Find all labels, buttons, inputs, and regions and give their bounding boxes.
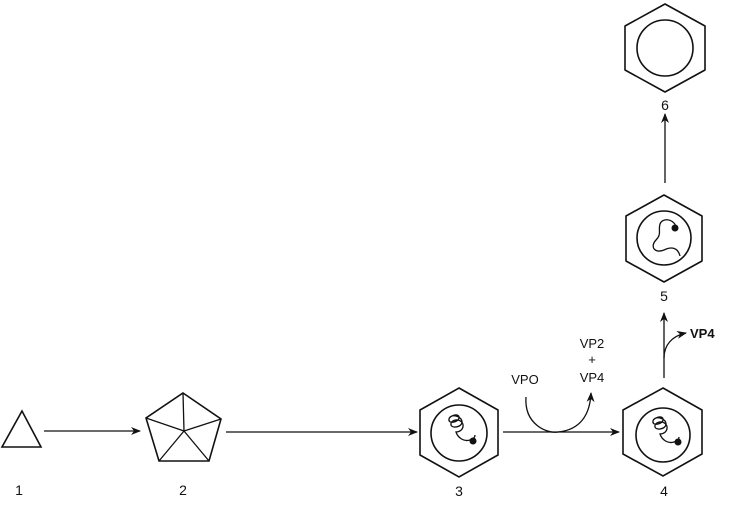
stage-1-label: 1 xyxy=(15,482,23,498)
stage-5-virion: 5 xyxy=(625,194,703,304)
stage-1-protomer: 1 xyxy=(0,409,43,498)
stage-2-label: 2 xyxy=(179,482,187,498)
stage-6-label: 6 xyxy=(661,97,669,113)
hexagon-shape xyxy=(419,387,499,478)
pentagon-spokes xyxy=(145,392,222,462)
rna-coil xyxy=(652,416,680,444)
vp4-release-curve xyxy=(663,330,687,359)
vp2-label: VP2 xyxy=(580,336,605,351)
stage-4-provirion: 4 xyxy=(622,387,703,499)
vp4-release-label: VP4 xyxy=(690,326,715,341)
rough-hexagon-shape xyxy=(624,3,706,93)
vpg-dot xyxy=(671,224,679,232)
capsid-inner-circle xyxy=(635,407,691,463)
vp4-product-label: VP4 xyxy=(580,370,605,385)
pentagon-shape xyxy=(145,392,222,462)
vpg-dot xyxy=(469,437,477,445)
capsid-inner-circle xyxy=(430,404,488,462)
capsid-inner-circle xyxy=(636,19,694,77)
stage-3-provirion: 3 xyxy=(419,387,499,499)
capsid-inner-circle xyxy=(636,210,692,266)
stage-5-label: 5 xyxy=(660,288,668,304)
stage-4-label: 4 xyxy=(660,483,668,499)
plus-label: + xyxy=(588,352,596,367)
rough-hexagon-shape xyxy=(625,194,703,283)
triangle-shape xyxy=(0,409,43,448)
stage-3-label: 3 xyxy=(455,483,463,499)
vp0-label: VPO xyxy=(511,372,538,387)
stage-6-empty-capsid: 6 xyxy=(624,3,706,113)
stage-2-pentamer: 2 xyxy=(145,392,222,498)
hexagon-shape xyxy=(622,387,703,477)
vpg-dot xyxy=(674,438,682,446)
rna-coil xyxy=(448,414,476,442)
vp0-cleavage-curve xyxy=(525,392,595,433)
rna-relaxed xyxy=(652,219,681,257)
